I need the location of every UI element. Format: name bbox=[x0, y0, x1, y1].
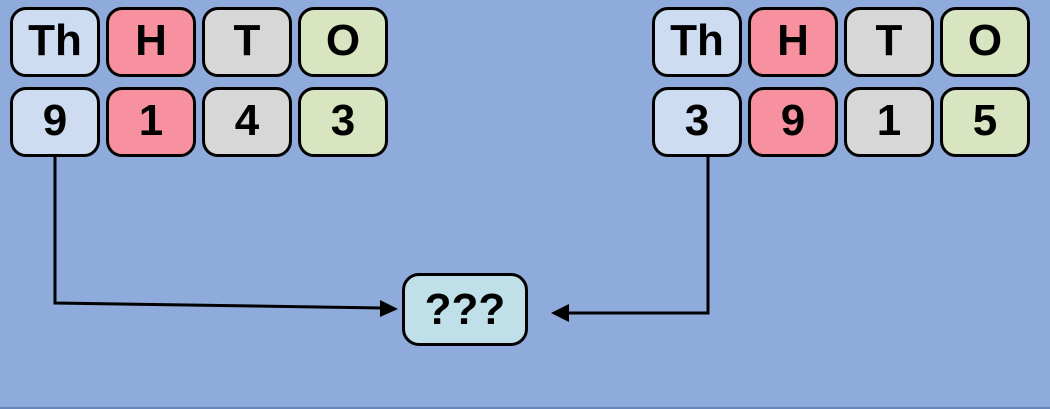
left-digit-cell-ones: 3 bbox=[298, 87, 388, 157]
right-digit-cell-tens: 1 bbox=[844, 87, 934, 157]
left-place-value-table: Th H T O 9 1 4 3 bbox=[10, 7, 388, 157]
right-header-cell-ones: O bbox=[940, 7, 1030, 77]
left-header-cell-ones: O bbox=[298, 7, 388, 77]
left-digit-cell-tens: 4 bbox=[202, 87, 292, 157]
left-header-cell-tens: T bbox=[202, 7, 292, 77]
result-box-label: ??? bbox=[424, 284, 506, 334]
right-place-value-table: Th H T O 3 9 1 5 bbox=[652, 7, 1030, 157]
left-digit-cell-hundreds: 1 bbox=[106, 87, 196, 157]
left-arrowhead-icon bbox=[380, 300, 398, 317]
right-digit-cell-ones: 5 bbox=[940, 87, 1030, 157]
right-arrow bbox=[551, 157, 710, 322]
left-header-cell-hundreds: H bbox=[106, 7, 196, 77]
right-digit-cell-thousands: 3 bbox=[652, 87, 742, 157]
result-box: ??? bbox=[402, 273, 528, 346]
right-header-cell-thousands: Th bbox=[652, 7, 742, 77]
right-digit-cell-hundreds: 9 bbox=[748, 87, 838, 157]
left-header-cell-thousands: Th bbox=[10, 7, 100, 77]
left-arrow bbox=[53, 157, 398, 317]
right-header-cell-hundreds: H bbox=[748, 7, 838, 77]
right-header-cell-tens: T bbox=[844, 7, 934, 77]
left-digit-cell-thousands: 9 bbox=[10, 87, 100, 157]
right-arrowhead-icon bbox=[551, 304, 569, 322]
